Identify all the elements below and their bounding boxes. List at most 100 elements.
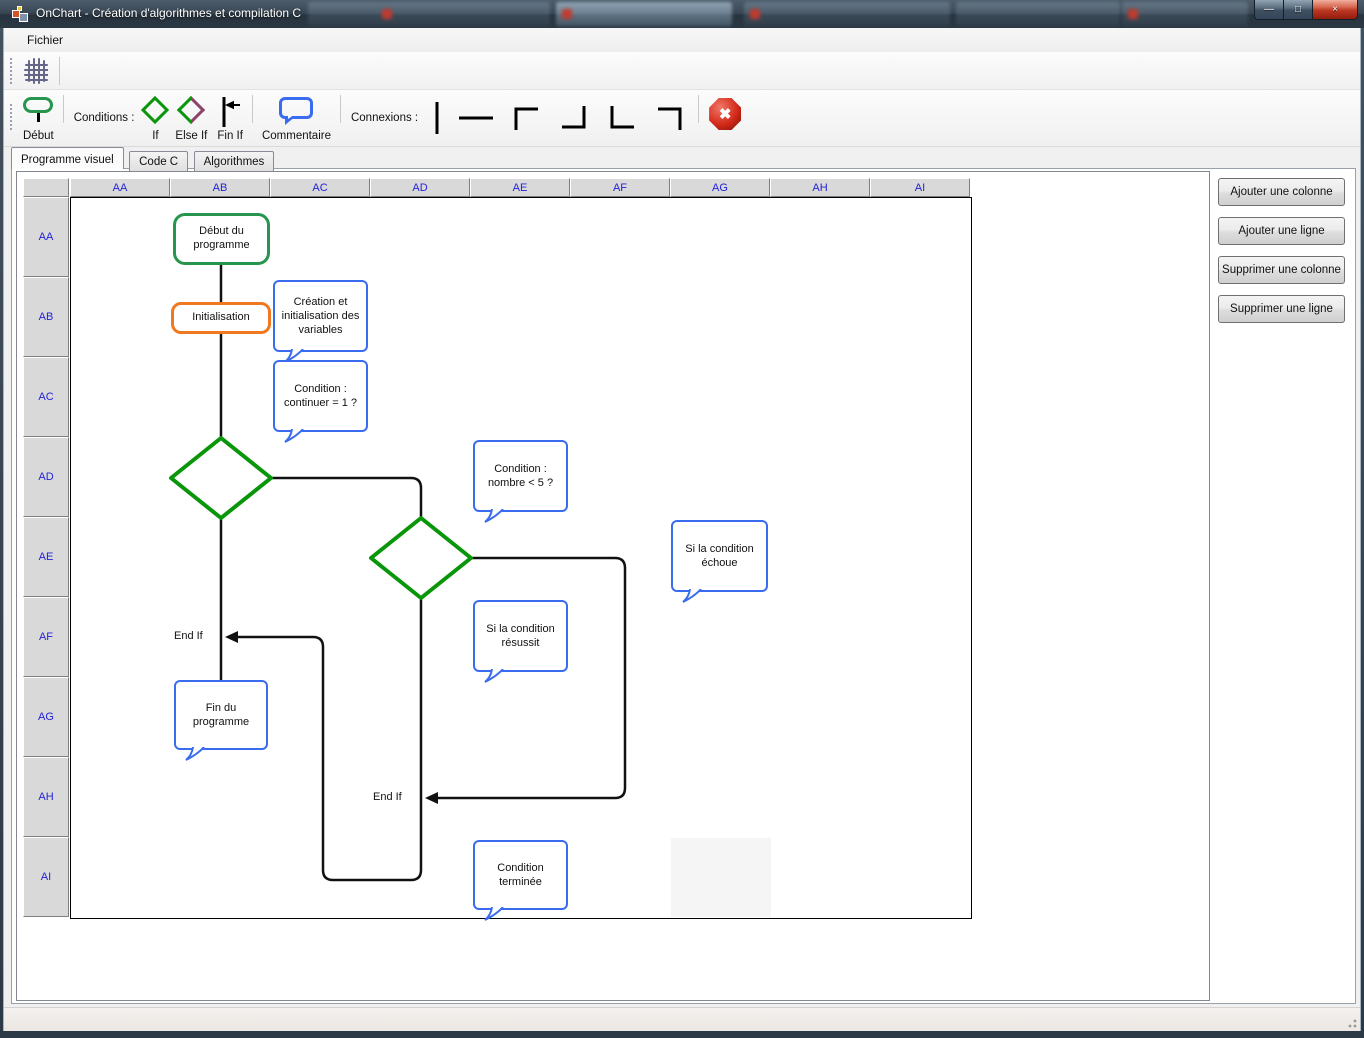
if-diamond-icon: [141, 95, 170, 125]
comment-text: Si la condition résussit: [486, 622, 555, 649]
if-button[interactable]: If: [140, 90, 170, 146]
tab-strip: Programme visuel Code C Algorithmes: [11, 147, 275, 171]
remove-row-button[interactable]: Supprimer une ligne: [1218, 295, 1345, 323]
titlebar[interactable]: OnChart - Création d'algorithmes et comp…: [0, 0, 1364, 28]
row-header-AC[interactable]: AC: [23, 357, 69, 437]
comment-bubble-condition-nombre[interactable]: Condition : nombre < 5 ?: [473, 440, 568, 523]
column-header-AB[interactable]: AB: [170, 178, 270, 197]
connection-vertical-button[interactable]: [424, 90, 450, 146]
row-header-AH[interactable]: AH: [23, 757, 69, 837]
row-header-AD[interactable]: AD: [23, 437, 69, 517]
close-button[interactable]: ×: [1312, 0, 1358, 20]
if-label: If: [152, 130, 159, 142]
row-header-AE[interactable]: AE: [23, 517, 69, 597]
tab-code-c[interactable]: Code C: [129, 151, 189, 171]
comment-bubble-fin[interactable]: Fin du programme: [174, 680, 268, 761]
resize-grip[interactable]: [1345, 1016, 1357, 1028]
fin-if-icon: [222, 97, 241, 127]
comment-text: Condition : continuer = 1 ?: [283, 382, 358, 409]
corner-top-left-icon: [514, 107, 539, 130]
add-row-button[interactable]: Ajouter une ligne: [1218, 217, 1345, 245]
connexions-label: Connexions :: [350, 112, 419, 124]
highlighted-cell: [671, 838, 771, 917]
debut-button[interactable]: Début: [18, 90, 59, 146]
window-title: OnChart - Création d'algorithmes et comp…: [36, 6, 302, 20]
row-header-AI[interactable]: AI: [23, 837, 69, 917]
connection-corner-bl-button[interactable]: [598, 90, 646, 146]
row-header-AF[interactable]: AF: [23, 597, 69, 677]
vertical-line-icon: [435, 102, 439, 134]
tab-algorithmes[interactable]: Algorithmes: [193, 151, 275, 171]
debut-node-label: Début du programme: [193, 225, 250, 251]
initialisation-node[interactable]: Initialisation: [171, 302, 271, 334]
comment-text: Fin du programme: [192, 701, 250, 728]
column-header-AC[interactable]: AC: [270, 178, 370, 197]
bubble-tail: [484, 509, 504, 523]
minimize-button[interactable]: —: [1254, 0, 1284, 20]
if-diamond-node[interactable]: [169, 436, 273, 520]
bubble-tail: [484, 669, 504, 683]
grid-corner-cell: [23, 178, 69, 197]
background-window-ghost: [1122, 2, 1248, 26]
else-if-button[interactable]: Else If: [170, 90, 212, 146]
comment-bubble-resussit[interactable]: Si la condition résussit: [473, 600, 568, 683]
grid-toggle-button[interactable]: [22, 58, 50, 86]
close-icon: ×: [1332, 4, 1338, 15]
comment-bubble-creation[interactable]: Création et initialisation des variables: [273, 280, 368, 363]
menu-bar: Fichier: [4, 28, 1360, 52]
background-window-ghost: [956, 2, 1120, 26]
comment-bubble-terminee[interactable]: Condition terminée: [473, 840, 568, 921]
delete-connection-button[interactable]: ✖: [709, 98, 742, 130]
remove-column-button[interactable]: Supprimer une colonne: [1218, 256, 1345, 284]
column-header-AH[interactable]: AH: [770, 178, 870, 197]
comment-bubble-echoue[interactable]: Si la condition échoue: [671, 520, 768, 603]
toolbar-shapes: Début Conditions : If Else If Fin If: [4, 90, 1360, 147]
connection-corner-br-button[interactable]: [550, 90, 598, 146]
background-window-ghost: [308, 2, 550, 26]
comment-text: Création et initialisation des variables: [281, 295, 360, 337]
column-header-AE[interactable]: AE: [470, 178, 570, 197]
column-header-AG[interactable]: AG: [670, 178, 770, 197]
horizontal-line-icon: [459, 116, 494, 120]
background-window-ghost: [556, 2, 732, 26]
comment-bubble-condition-continuer[interactable]: Condition : continuer = 1 ?: [273, 360, 368, 443]
commentaire-icon: [279, 97, 314, 125]
add-column-button[interactable]: Ajouter une colonne: [1218, 178, 1345, 206]
debut-label: Début: [23, 130, 54, 142]
column-header-AD[interactable]: AD: [370, 178, 470, 197]
row-header-AB[interactable]: AB: [23, 277, 69, 357]
bubble-tail: [284, 429, 304, 443]
end-if-label-outer[interactable]: End If: [174, 630, 203, 642]
tab-programme-visuel[interactable]: Programme visuel: [11, 147, 124, 169]
else-if-label: Else If: [175, 130, 208, 142]
app-icon: [12, 6, 28, 22]
corner-top-right-icon: [658, 107, 682, 130]
commentaire-label: Commentaire: [261, 130, 331, 142]
arrowhead-outer-endif: [225, 631, 238, 643]
corner-bottom-right-icon: [562, 106, 586, 129]
row-header-AA[interactable]: AA: [23, 197, 69, 277]
flowchart-canvas[interactable]: Début du programme Initialisation Créati…: [70, 197, 972, 921]
if-diamond-node-2[interactable]: [369, 516, 473, 600]
commentaire-button[interactable]: Commentaire: [257, 90, 336, 146]
column-header-AA[interactable]: AA: [70, 178, 170, 197]
debut-node[interactable]: Début du programme: [173, 213, 270, 265]
column-header-AI[interactable]: AI: [870, 178, 970, 197]
grid-panel: AA AB AC AD AE AF AG AH AI AA AB AC AD A…: [16, 171, 1210, 1001]
connection-corner-tl-button[interactable]: [502, 90, 550, 146]
maximize-button[interactable]: □: [1284, 0, 1312, 20]
menu-fichier[interactable]: Fichier: [27, 33, 64, 47]
minimize-icon: —: [1264, 4, 1274, 15]
toolbar-drag-handle[interactable]: [10, 58, 14, 84]
toolbar-drag-handle[interactable]: [10, 104, 14, 130]
connection-horizontal-button[interactable]: [450, 90, 502, 146]
background-window-ghost: [744, 2, 950, 26]
grid-icon: [24, 58, 50, 84]
row-header-AG[interactable]: AG: [23, 677, 69, 757]
connection-corner-tr-button[interactable]: [646, 90, 694, 146]
status-strip: [4, 1007, 1360, 1031]
fin-if-button[interactable]: Fin If: [212, 90, 248, 146]
end-if-label-inner[interactable]: End If: [373, 791, 402, 803]
column-header-AF[interactable]: AF: [570, 178, 670, 197]
